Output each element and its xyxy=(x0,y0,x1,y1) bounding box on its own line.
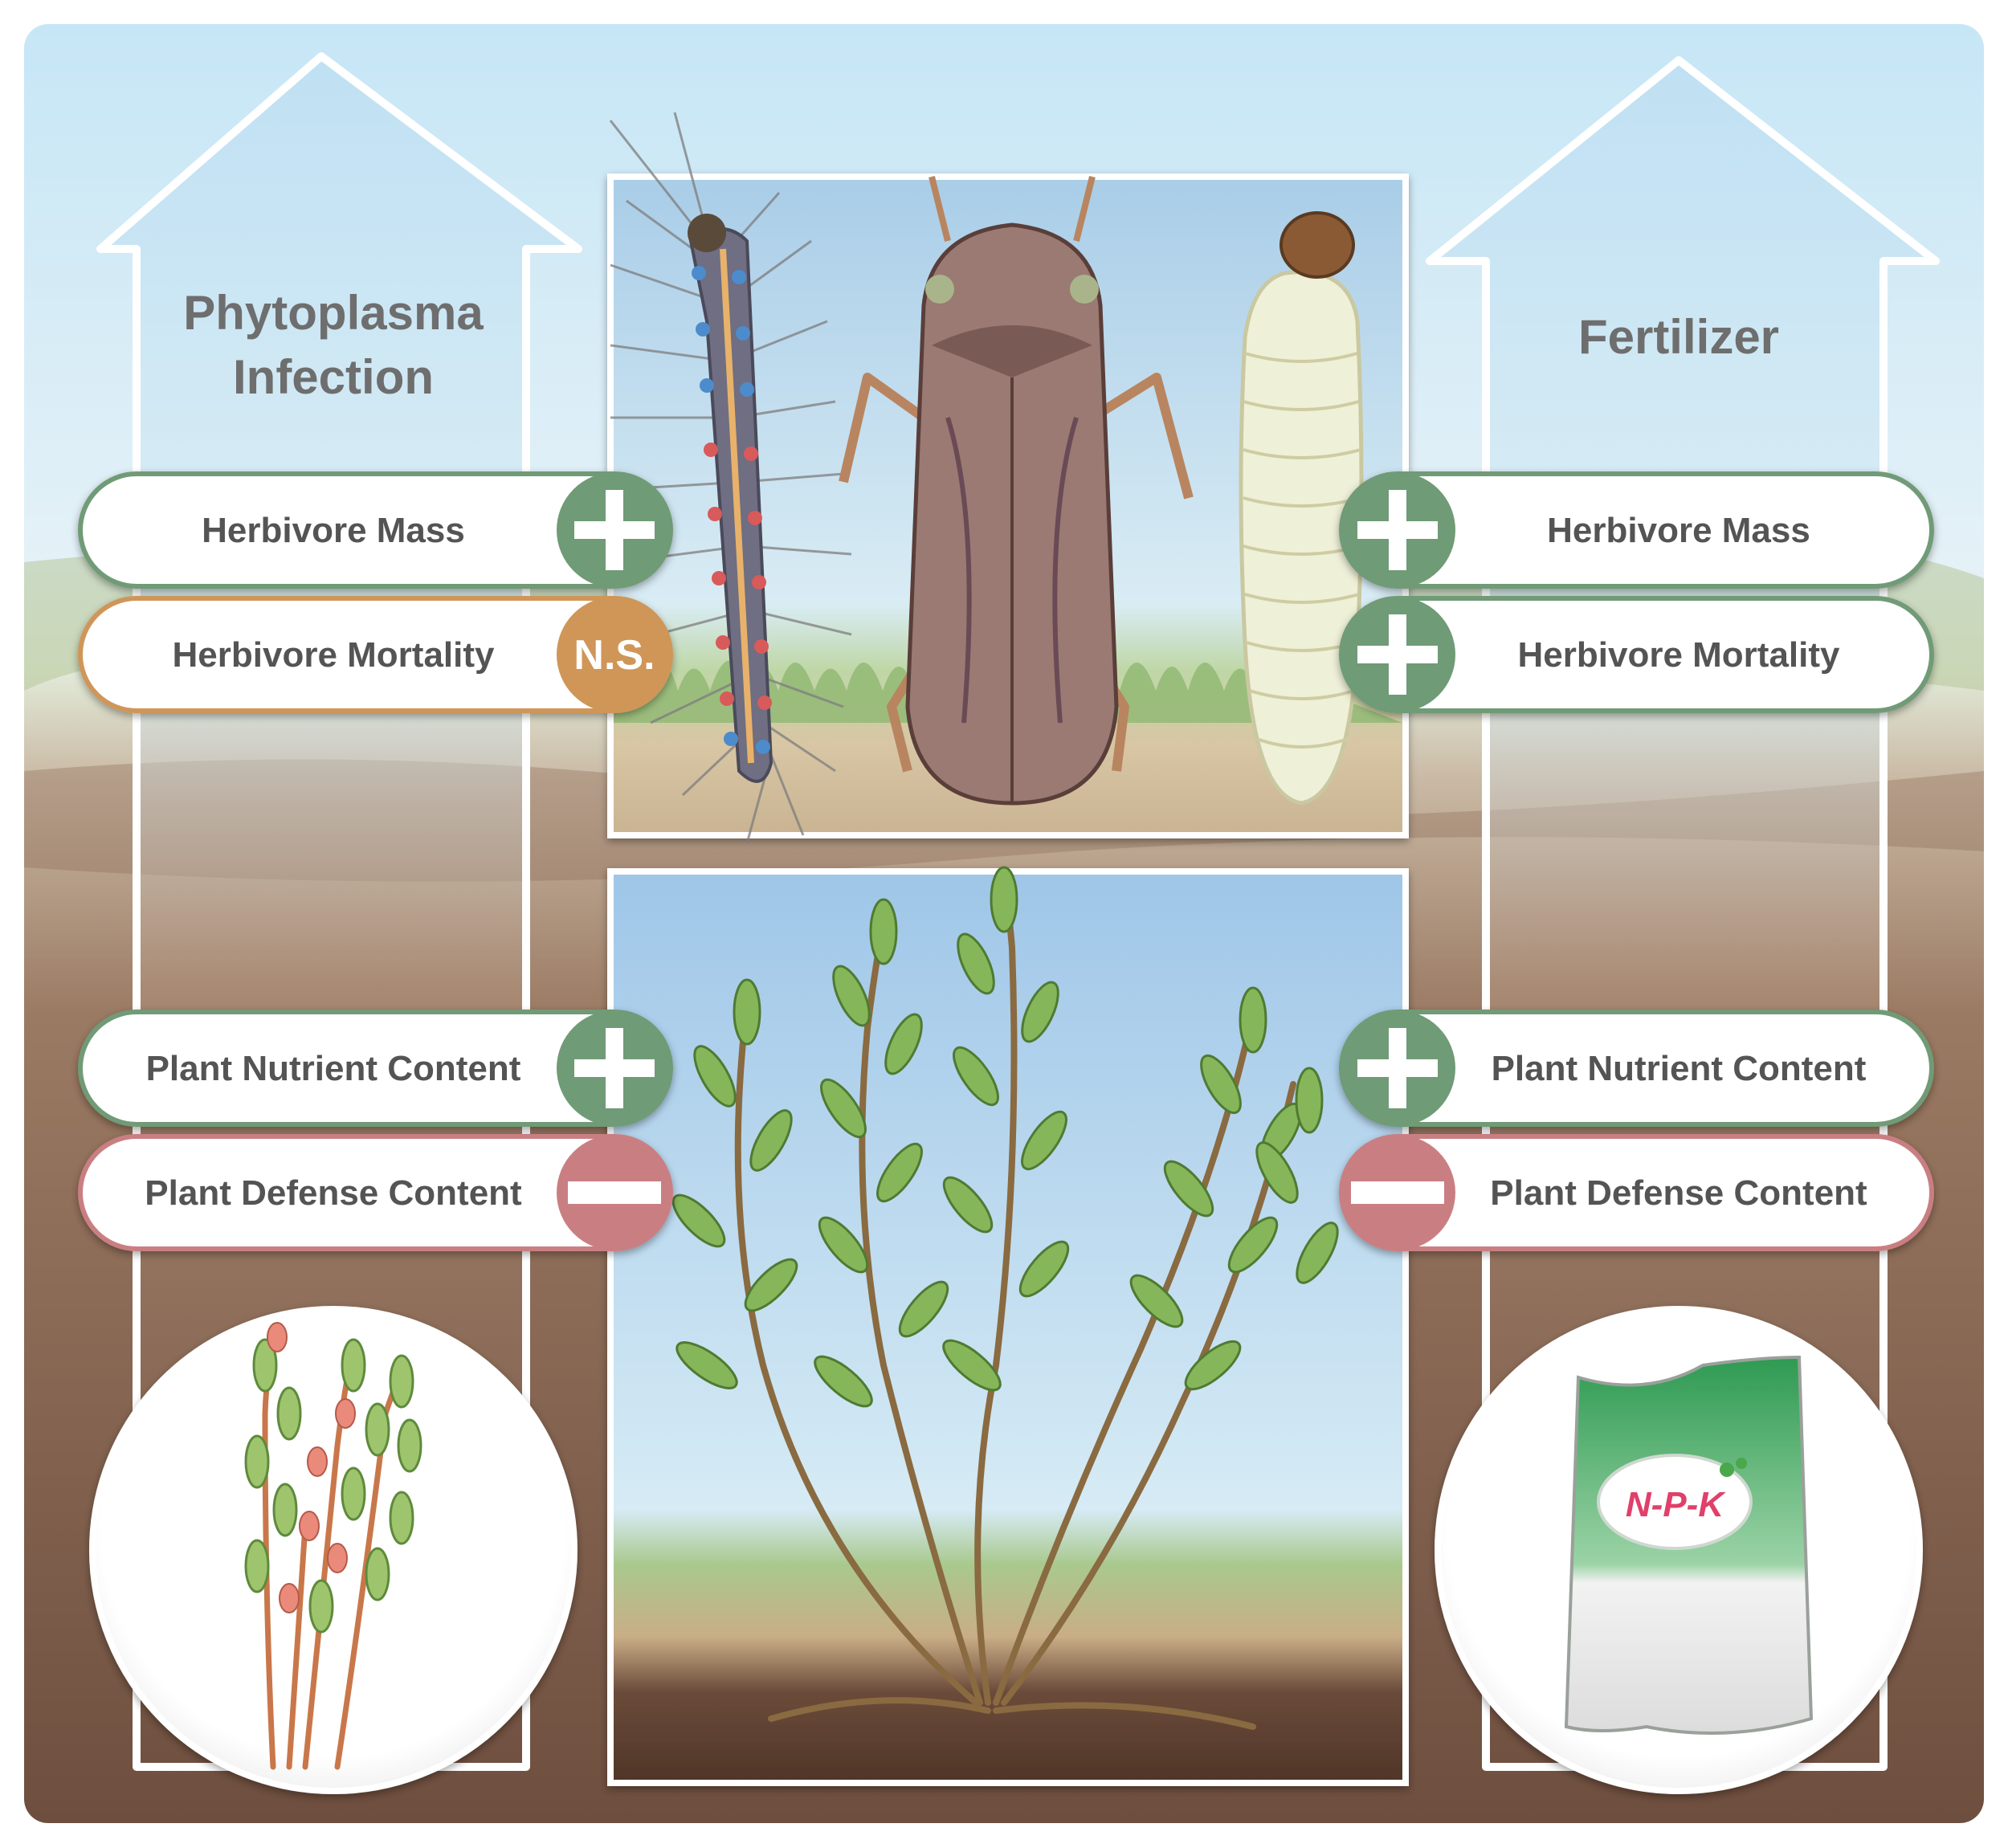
plus-icon xyxy=(1340,472,1455,588)
left-effect-row: Plant Defense Content xyxy=(78,1134,673,1251)
right-effect-row: Plant Defense Content xyxy=(1339,1134,1934,1251)
fertilizer-bag-icon: N-P-K xyxy=(1564,1355,1814,1735)
minus-icon xyxy=(557,1135,672,1250)
leafhopper-icon xyxy=(839,176,1194,806)
ns-badge: N.S. xyxy=(557,597,672,712)
minus-icon xyxy=(1340,1135,1455,1250)
insect-panel xyxy=(607,112,1409,844)
phytoplasma-title-line1: Phytoplasma xyxy=(183,286,484,340)
left-effect-row: Herbivore Mortality N.S. xyxy=(78,596,673,713)
larva-icon xyxy=(1239,211,1364,806)
plus-icon xyxy=(1340,1010,1455,1126)
right-effect-row: Herbivore Mortality xyxy=(1339,596,1934,713)
effect-label: Plant Defense Content xyxy=(1490,1173,1867,1213)
left-effect-row: Herbivore Mass xyxy=(78,471,673,589)
effect-label: Herbivore Mortality xyxy=(1518,635,1841,675)
fertilizer-bag-circle: N-P-K xyxy=(1435,1306,1923,1794)
infected-plant-icon xyxy=(244,1322,422,1770)
plus-icon xyxy=(557,472,672,588)
phytoplasma-title-line2: Infection xyxy=(233,350,434,404)
effect-label: Herbivore Mortality xyxy=(173,635,496,675)
effect-label: Plant Defense Content xyxy=(145,1173,522,1213)
effect-label: Herbivore Mass xyxy=(202,511,465,550)
plant-panel xyxy=(607,866,1409,1786)
infected-plant-circle xyxy=(89,1306,578,1794)
healthy-plant-icon xyxy=(671,866,1339,1730)
bag-label: N-P-K xyxy=(1626,1485,1726,1524)
plus-icon xyxy=(1340,597,1455,712)
effect-label: Plant Nutrient Content xyxy=(146,1049,521,1088)
effect-label: Plant Nutrient Content xyxy=(1492,1049,1867,1088)
ns-badge-text: N.S. xyxy=(573,632,655,679)
fertilizer-title: Fertilizer xyxy=(1578,310,1779,364)
right-effect-row: Plant Nutrient Content xyxy=(1339,1010,1934,1127)
effect-label: Herbivore Mass xyxy=(1547,511,1810,550)
plus-icon xyxy=(557,1010,672,1126)
right-effect-row: Herbivore Mass xyxy=(1339,471,1934,589)
caterpillar-icon xyxy=(609,112,852,844)
left-effect-row: Plant Nutrient Content xyxy=(78,1010,673,1127)
